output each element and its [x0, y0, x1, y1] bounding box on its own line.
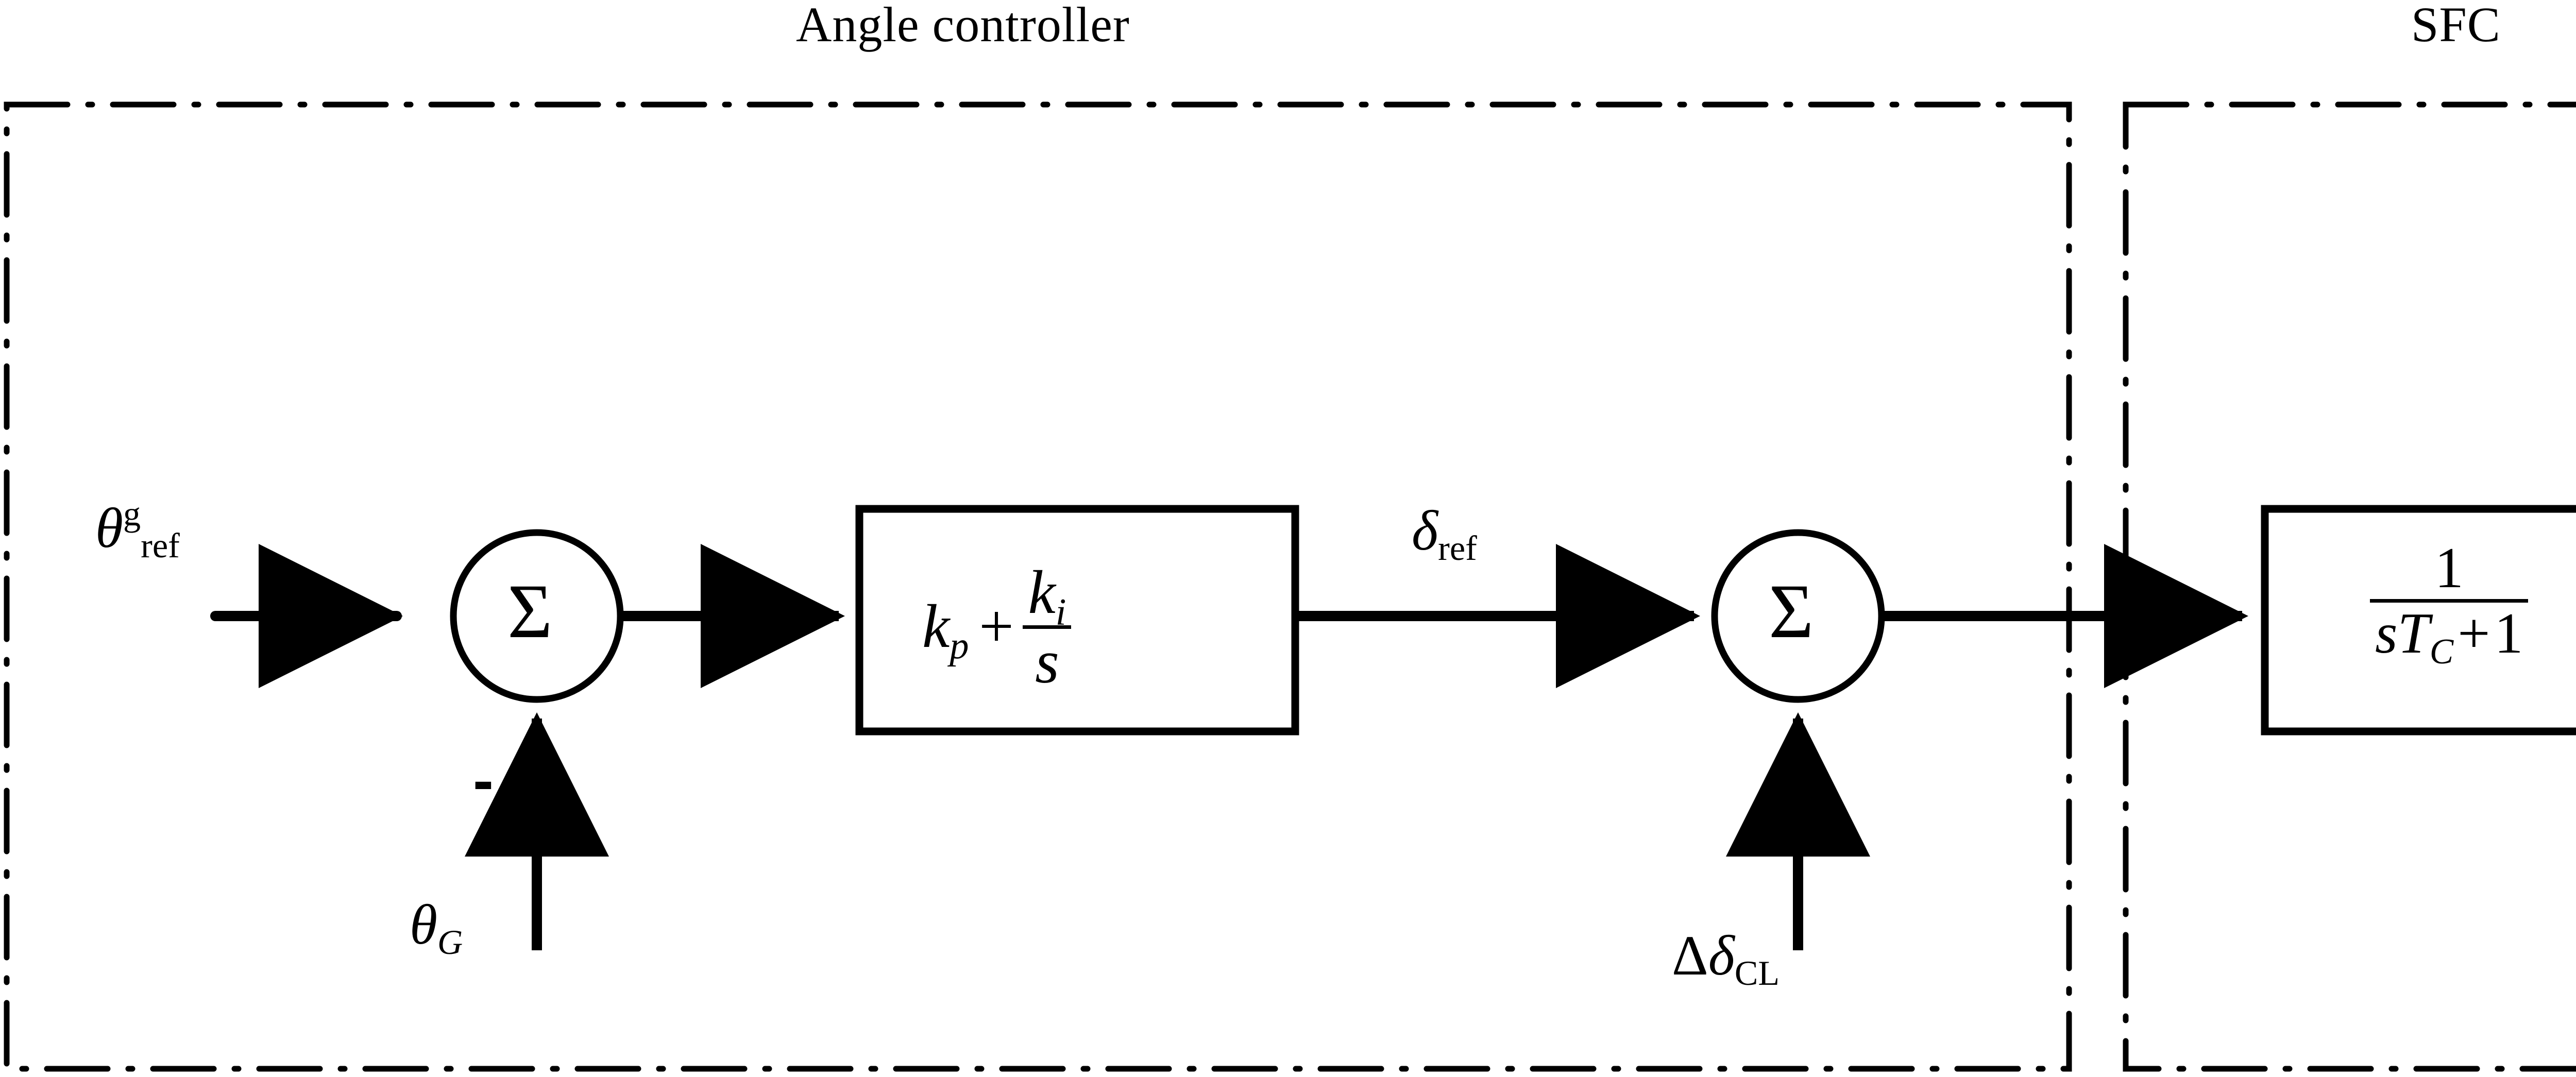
delta-subscript-ref: ref — [1438, 528, 1477, 568]
signal-label-feedback-theta-g: θG — [410, 893, 463, 960]
k-symbol: k — [1028, 558, 1056, 627]
pi-integral-denominator: s — [1023, 625, 1072, 693]
sfc-lag-block — [2261, 505, 2576, 736]
delta-subscript-cl: CL — [1734, 953, 1780, 993]
theta-symbol: θ — [95, 497, 124, 559]
theta-subscript-g: G — [437, 922, 463, 962]
k-subscript-p: p — [950, 624, 969, 667]
sfc-fraction: 1 sTC+1 — [2370, 536, 2529, 670]
pi-proportional-term: kp — [922, 591, 969, 665]
feedback-sign-minus: - — [473, 746, 494, 815]
sfc-numerator: 1 — [2434, 536, 2464, 601]
theta-superscript-g: g — [123, 493, 141, 533]
pi-plus-operator: + — [975, 591, 1017, 660]
pi-controller-expression: kp + ki s — [922, 558, 1072, 693]
panel-title-sfc: SFC — [2411, 0, 2501, 52]
delta-symbol: δ — [1412, 499, 1438, 562]
sfc-plus-operator: + — [2458, 602, 2490, 666]
signal-label-reference-input: θgref — [95, 496, 180, 563]
delta-uppercase-symbol: Δ — [1672, 924, 1708, 987]
sum-junction-1-symbol: Σ — [507, 569, 553, 654]
signal-label-delta-ref: δref — [1412, 499, 1477, 566]
theta-subscript-ref: ref — [141, 526, 180, 566]
delta-symbol: δ — [1708, 924, 1735, 987]
panel-border-angle-controller — [4, 101, 2072, 1072]
k-subscript-i: i — [1055, 591, 1066, 634]
T-subscript-c: C — [2429, 632, 2454, 672]
sfc-denominator: sTC+1 — [2370, 599, 2529, 670]
pi-integral-fraction: ki s — [1023, 558, 1072, 693]
sum-junction-2-symbol: Σ — [1769, 569, 1814, 654]
signal-label-disturbance-delta-cl: ΔδCL — [1672, 924, 1780, 991]
pi-integral-numerator: ki — [1023, 558, 1071, 631]
T-symbol: T — [2397, 602, 2430, 666]
panel-border-sfc — [2123, 101, 2576, 1072]
panel-title-angle-controller: Angle controller — [796, 0, 1130, 52]
k-symbol: k — [922, 591, 950, 660]
sfc-one: 1 — [2494, 602, 2523, 666]
sfc-transfer-function-expression: 1 sTC+1 — [2370, 536, 2529, 670]
s-symbol: s — [2375, 602, 2398, 666]
theta-symbol: θ — [410, 893, 438, 956]
